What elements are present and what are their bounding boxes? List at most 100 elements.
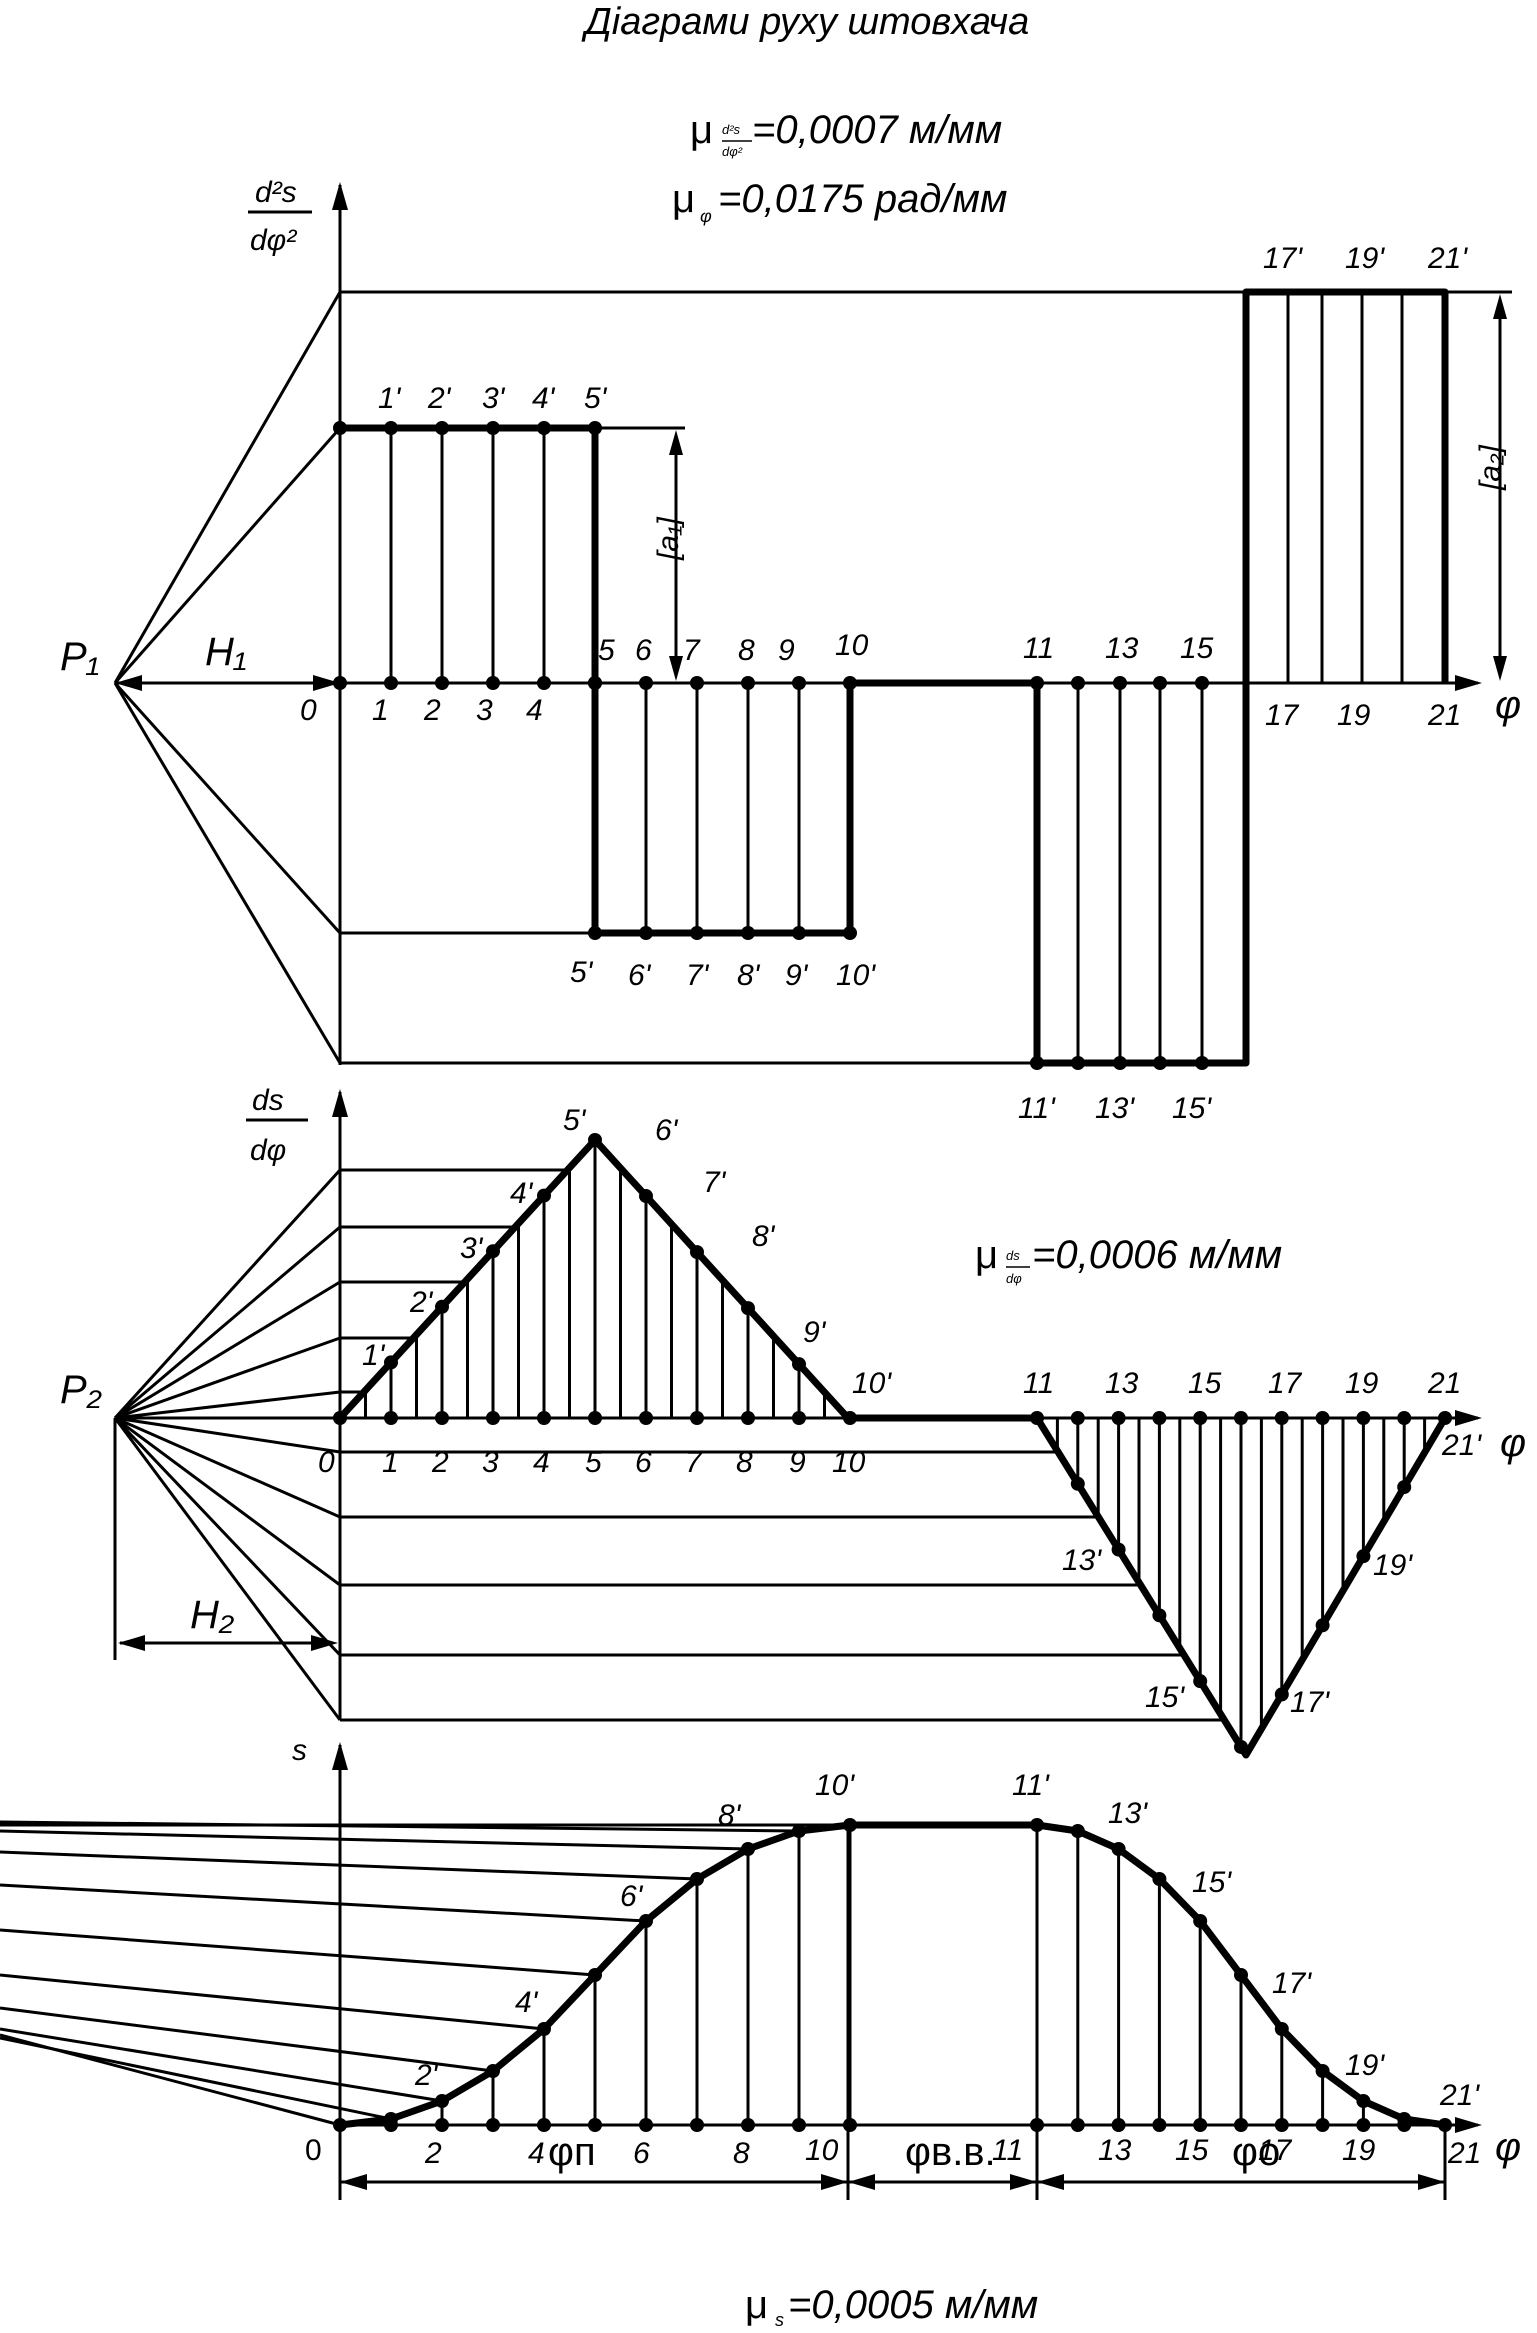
svg-text:5': 5'	[584, 382, 608, 415]
svg-text:5: 5	[585, 1446, 602, 1479]
svg-text:7: 7	[683, 634, 701, 667]
disp-labels: 0 2 4 6 8 10 11 13 15 17 19 21 2' 4' 6' …	[305, 1769, 1481, 2170]
point-marker	[486, 2118, 500, 2132]
svg-text:10: 10	[832, 1446, 866, 1479]
svg-text:3': 3'	[482, 382, 506, 415]
scale-acceleration: μ d²s dφ² =0,0007 м/мм	[690, 108, 1002, 159]
svg-text:9': 9'	[785, 959, 809, 992]
svg-text:19: 19	[1342, 2134, 1376, 2167]
point-marker	[1193, 2118, 1208, 2132]
svg-text:=0,0005 м/мм: =0,0005 м/мм	[788, 2283, 1038, 2327]
svg-text:6: 6	[635, 634, 652, 667]
svg-text:15: 15	[1188, 1367, 1222, 1400]
svg-text:19': 19'	[1345, 242, 1385, 275]
svg-text:17': 17'	[1290, 1686, 1330, 1719]
vel-pole-ray	[114, 1390, 341, 1420]
svg-text:8: 8	[738, 634, 755, 667]
svg-text:17': 17'	[1263, 242, 1303, 275]
vel-pole-ray	[114, 1416, 341, 1454]
point-marker	[1397, 1411, 1412, 1425]
svg-text:μ: μ	[672, 177, 695, 221]
svg-text:9: 9	[778, 634, 795, 667]
svg-text:21: 21	[1427, 1367, 1461, 1400]
point-marker	[690, 1411, 704, 1425]
acc-ylabel-num: d²s	[255, 176, 297, 209]
svg-text:4: 4	[533, 1446, 550, 1479]
svg-text:μ: μ	[975, 1233, 998, 1277]
phase-rise: φп	[548, 2130, 596, 2174]
svg-text:9: 9	[789, 1446, 806, 1479]
svg-text:6: 6	[635, 1446, 652, 1479]
disp-projection	[0, 1829, 749, 1851]
vel-pole-ray	[113, 1416, 342, 1657]
point-marker	[1356, 2118, 1371, 2132]
disp-ylabel: s	[292, 1734, 307, 1767]
point-marker	[537, 676, 551, 690]
phase-dwell: φв.в.	[905, 2130, 996, 2174]
svg-text:μ: μ	[745, 2283, 768, 2327]
svg-text:3': 3'	[460, 1232, 484, 1265]
point-marker	[1356, 1411, 1371, 1425]
svg-text:8: 8	[736, 1446, 753, 1479]
svg-text:3: 3	[476, 694, 493, 727]
svg-text:17': 17'	[1272, 1967, 1312, 2000]
svg-text:dφ²: dφ²	[722, 144, 743, 159]
vel-ylabel-num: ds	[252, 1084, 284, 1117]
svg-text:0: 0	[305, 2134, 322, 2167]
svg-text:6': 6'	[655, 1114, 679, 1147]
point-marker	[1193, 1411, 1208, 1425]
vel-ylabel-den: dφ	[250, 1134, 286, 1167]
svg-text:7': 7'	[703, 1166, 727, 1199]
svg-text:7': 7'	[686, 959, 710, 992]
svg-text:2: 2	[423, 694, 441, 727]
svg-text:1: 1	[382, 1446, 399, 1479]
point-marker	[1234, 2118, 1248, 2132]
vel-phi-label: φ	[1500, 1421, 1526, 1465]
disp-phi-label: φ	[1495, 2125, 1521, 2169]
point-marker	[435, 1411, 449, 1425]
h2-label: H₂	[190, 1593, 234, 1637]
point-marker	[1070, 2118, 1085, 2132]
svg-text:15: 15	[1180, 632, 1214, 665]
svg-text:19: 19	[1337, 699, 1371, 732]
svg-text:2: 2	[431, 1446, 449, 1479]
svg-text:μ: μ	[690, 108, 713, 152]
point-marker	[690, 676, 704, 690]
svg-text:2': 2'	[414, 2059, 439, 2092]
acc-ylabel-den: dφ²	[250, 224, 297, 257]
a2-label: [a₂]	[1474, 445, 1507, 491]
point-marker	[639, 1411, 653, 1425]
point-marker	[333, 676, 347, 690]
pole-p2: P₂	[60, 1368, 102, 1412]
svg-text:11: 11	[992, 2134, 1023, 2167]
vel-pole-ray	[114, 1336, 341, 1420]
point-marker	[1071, 676, 1085, 690]
disp-ordinates	[333, 1818, 1452, 2132]
acc-phi-label: φ	[1495, 683, 1521, 727]
svg-text:21': 21'	[1439, 2079, 1480, 2112]
vel-pole-ray	[113, 1417, 342, 1721]
svg-text:7: 7	[685, 1446, 703, 1479]
point-marker	[1111, 2118, 1126, 2132]
svg-text:15: 15	[1175, 2134, 1209, 2167]
scale-displacement: μ s =0,0005 м/мм	[745, 2283, 1038, 2330]
svg-text:19: 19	[1345, 1367, 1379, 1400]
svg-text:9': 9'	[803, 1316, 827, 1349]
svg-text:2: 2	[424, 2137, 442, 2170]
disp-curve	[339, 1821, 1446, 2129]
displacement-diagram: s φ φп φв.в. φо μ s =0,0005 м/мм 0 2	[0, 1734, 1521, 2330]
svg-text:17: 17	[1265, 699, 1300, 732]
svg-text:4': 4'	[510, 1177, 534, 1210]
acc-labels: 0 1 2 3 4 17 19 21 5 6 7 8 9 10 11 13 15…	[300, 242, 1468, 1125]
acceleration-diagram: μ d²s dφ² =0,0007 м/мм μ φ =0,0175 рад/м…	[60, 108, 1521, 1125]
svg-text:1': 1'	[378, 382, 402, 415]
point-marker	[486, 676, 500, 690]
svg-text:11: 11	[1023, 1367, 1054, 1400]
point-marker	[537, 1411, 551, 1425]
svg-text:4': 4'	[515, 1986, 539, 2019]
svg-text:21': 21'	[1441, 1429, 1482, 1462]
svg-text:0: 0	[300, 694, 317, 727]
disp-projection	[0, 2006, 494, 2073]
scale-angle: μ φ =0,0175 рад/мм	[672, 177, 1007, 226]
